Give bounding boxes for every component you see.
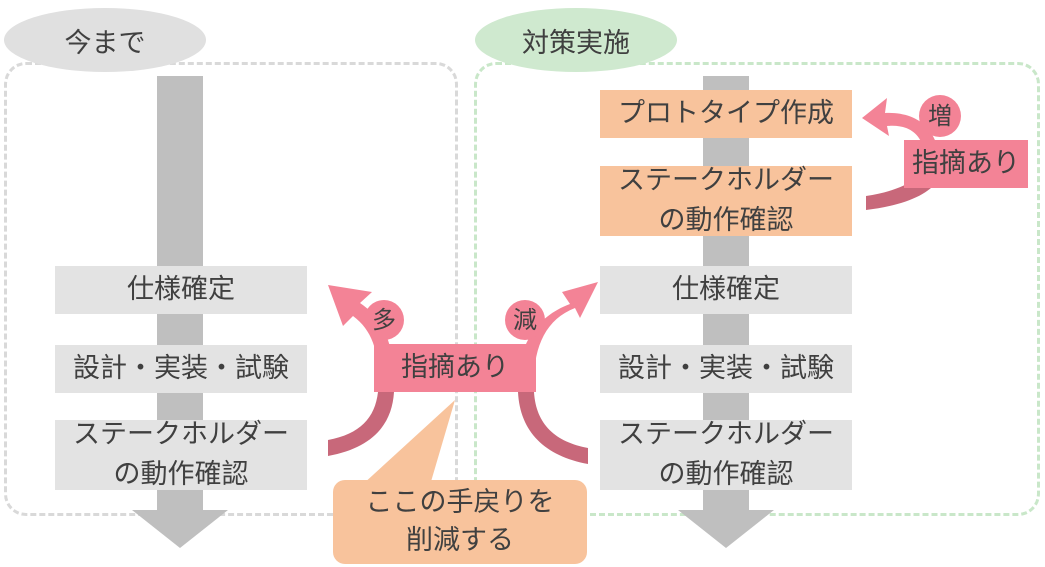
after-flow-arrow-head (678, 510, 774, 548)
after-step-early-stakeholder-check: ステークホルダー の動作確認 (600, 165, 852, 236)
after-step-build: 設計・実装・試験 (600, 345, 852, 393)
after-rework-tail (518, 392, 588, 464)
center-feedback-label: 指摘あり (374, 344, 536, 392)
before-title-text: 今まで (64, 27, 146, 59)
after-title: 対策実施 (475, 8, 677, 72)
before-rework-tail (328, 392, 394, 456)
increase-badge (919, 95, 961, 137)
after-title-text: 対策実施 (522, 27, 630, 59)
callout-tail (362, 400, 455, 485)
after-step-prototype: プロトタイプ作成 (600, 90, 852, 138)
before-step-build: 設計・実装・試験 (55, 345, 307, 393)
after-step-stakeholder-check: ステークホルダー の動作確認 (600, 419, 852, 490)
prototype-feedback-label: 指摘あり (904, 140, 1028, 188)
before-title: 今まで (4, 8, 206, 72)
increase-badge-label: 増 (928, 102, 952, 130)
more-badge-label: 多 (372, 306, 396, 334)
less-badge-label: 減 (513, 306, 537, 334)
more-badge (364, 300, 404, 340)
before-step-stakeholder-check: ステークホルダー の動作確認 (55, 419, 307, 490)
rework-reduction-callout: ここの手戻りを 削減する (333, 480, 587, 564)
after-step-spec: 仕様確定 (600, 266, 852, 314)
before-step-spec: 仕様確定 (55, 266, 307, 314)
before-frame (4, 62, 458, 516)
less-badge (505, 300, 545, 340)
before-rework-arrow (328, 285, 395, 392)
prototype-rework-arrow (862, 98, 938, 150)
before-flow-arrow-head (132, 510, 228, 548)
after-rework-arrow (517, 282, 598, 392)
